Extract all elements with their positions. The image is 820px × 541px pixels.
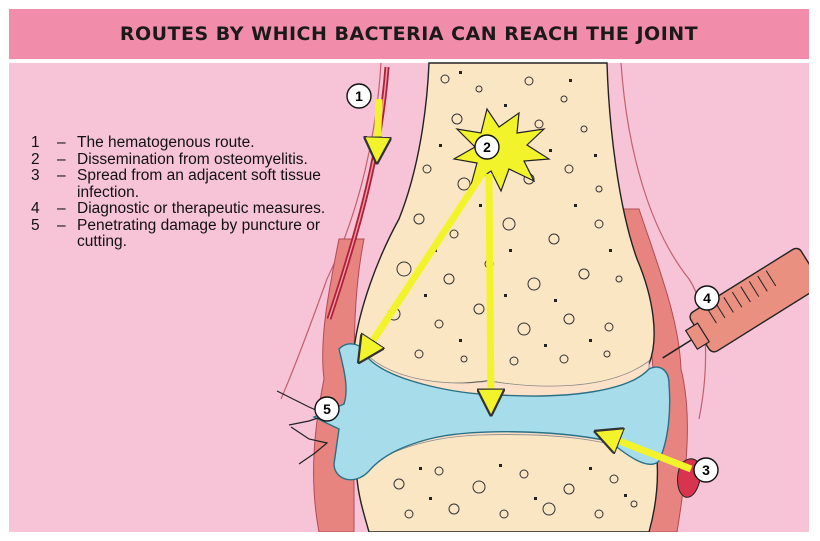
legend-item: 2 – Dissemination from osteomyelitis. bbox=[31, 152, 331, 169]
marker-1-label: 1 bbox=[355, 88, 363, 104]
legend-number: 3 bbox=[31, 168, 57, 201]
legend-dash: – bbox=[57, 168, 77, 201]
diagram-frame: ROUTES BY WHICH BACTERIA CAN REACH THE J… bbox=[9, 9, 809, 532]
legend-number: 1 bbox=[31, 135, 57, 152]
marker-4-label: 4 bbox=[703, 290, 711, 306]
legend-dash: – bbox=[57, 152, 77, 169]
legend-item: 4 – Diagnostic or therapeutic measures. bbox=[31, 201, 331, 218]
legend-dash: – bbox=[57, 201, 77, 218]
legend-dash: – bbox=[57, 218, 77, 251]
legend-text: Penetrating damage by puncture or cuttin… bbox=[77, 218, 331, 251]
legend-item: 3 – Spread from an adjacent soft tissue … bbox=[31, 168, 331, 201]
marker-5: 5 bbox=[315, 397, 339, 421]
marker-5-label: 5 bbox=[323, 401, 331, 417]
legend-number: 5 bbox=[31, 218, 57, 251]
marker-2: 2 bbox=[475, 135, 499, 159]
legend-item: 5 – Penetrating damage by puncture or cu… bbox=[31, 218, 331, 251]
marker-3: 3 bbox=[694, 458, 718, 482]
legend-text: The hematogenous route. bbox=[77, 135, 331, 152]
legend: 1 – The hematogenous route. 2 – Dissemin… bbox=[31, 135, 331, 251]
legend-text: Diagnostic or therapeutic measures. bbox=[77, 201, 331, 218]
legend-text: Spread from an adjacent soft tissue infe… bbox=[77, 168, 331, 201]
marker-3-label: 3 bbox=[702, 462, 710, 478]
marker-2-label: 2 bbox=[483, 139, 491, 155]
legend-item: 1 – The hematogenous route. bbox=[31, 135, 331, 152]
legend-dash: – bbox=[57, 135, 77, 152]
legend-number: 4 bbox=[31, 201, 57, 218]
marker-1: 1 bbox=[347, 84, 371, 108]
marker-4: 4 bbox=[695, 286, 719, 310]
legend-text: Dissemination from osteomyelitis. bbox=[77, 152, 331, 169]
route-markers: 1 2 3 4 5 bbox=[9, 9, 809, 532]
legend-number: 2 bbox=[31, 152, 57, 169]
